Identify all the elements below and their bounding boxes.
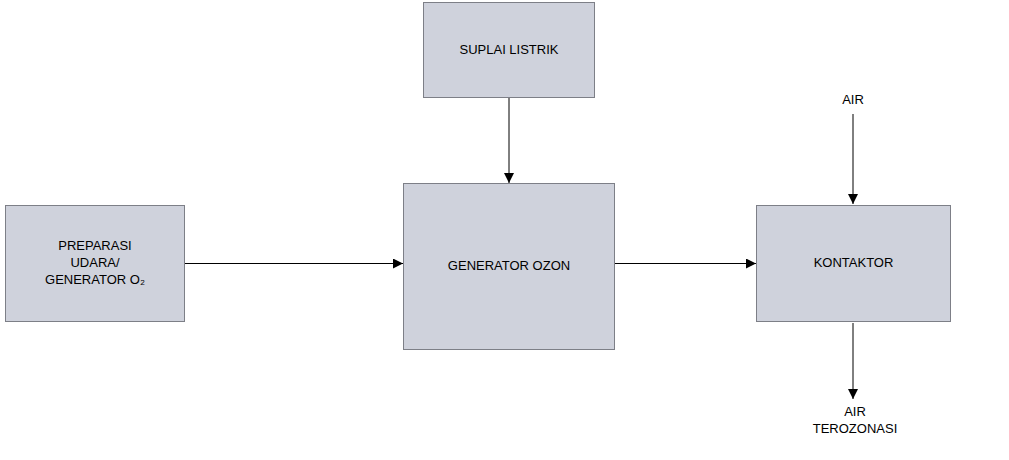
water-inlet-arrow	[853, 114, 854, 204]
box-label: KONTAKTOR	[814, 255, 894, 272]
flow-label: AIR	[823, 92, 883, 109]
process-box: PREPARASI UDARA/ GENERATOR O₂	[5, 205, 185, 322]
flow-arrow	[185, 263, 403, 264]
box-label: GENERATOR OZON	[448, 258, 570, 275]
water-outlet-arrow	[853, 323, 854, 399]
box-label: PREPARASI UDARA/ GENERATOR O₂	[39, 238, 151, 289]
flow-arrow	[615, 263, 756, 264]
flow-arrow	[509, 98, 510, 183]
flow-label: AIR TEROZONASI	[807, 404, 903, 438]
process-box: SUPLAI LISTRIK	[423, 2, 595, 98]
process-box: KONTAKTOR	[756, 205, 951, 322]
process-box: GENERATOR OZON	[403, 183, 615, 350]
box-label: SUPLAI LISTRIK	[460, 42, 559, 59]
